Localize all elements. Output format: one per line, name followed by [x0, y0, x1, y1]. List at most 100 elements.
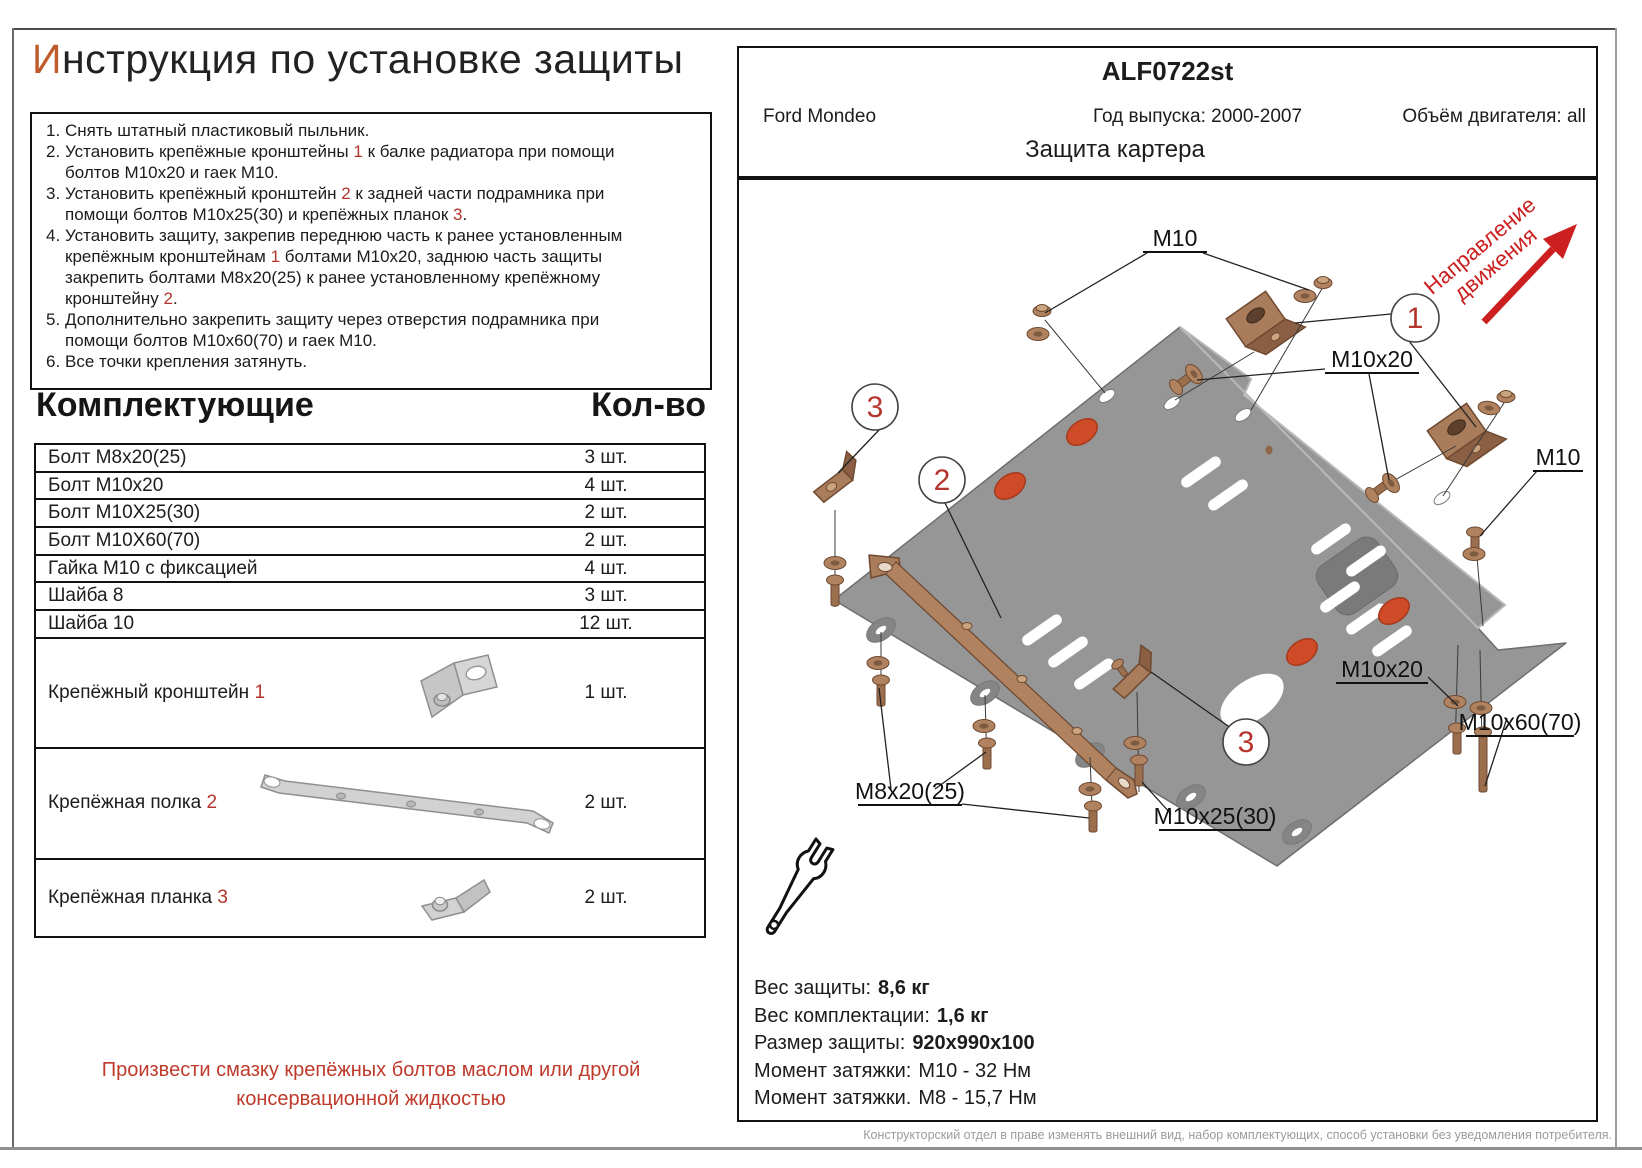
page-title: Инструкция по установке защиты [32, 36, 692, 83]
label-m10-top: M10 [1153, 225, 1198, 251]
instruction-text: Установить крепёжные кронштейны 1 к балк… [65, 142, 615, 182]
part-name: Гайка М10 с фиксацией [48, 557, 258, 579]
sheet-right-border [1615, 28, 1617, 1150]
note-line-2: консервационной жидкостью [236, 1088, 506, 1110]
part-name: Болт М8х20(25) [48, 446, 187, 468]
mounting-shelf-part2 [868, 554, 1138, 799]
product-header-box: ALF0722st Ford Mondeo Год выпуска: 2000-… [737, 46, 1598, 178]
table-row: Болт М8х20(25) 3 шт. [36, 445, 704, 473]
label-m10x60: M10x60(70) [1459, 709, 1582, 735]
sheet-left-border [12, 28, 14, 1150]
part-qty: 2 шт. [584, 792, 628, 814]
table-row: Гайка М10 с фиксацией 4 шт. [36, 556, 704, 584]
car-model: Ford Mondeo [763, 106, 877, 127]
note-line-1: Произвести смазку крепёжных болтов масло… [101, 1059, 641, 1081]
part-qty: 1 шт. [584, 681, 628, 703]
diagram-labels: M10 M10x20 M10 M10x20 M10x60(70) M8x20(2… [855, 225, 1583, 831]
instruction-number: 5. [46, 310, 61, 329]
label-m10x20-mid: M10x20 [1331, 346, 1413, 372]
washer [972, 719, 996, 733]
title-first-letter: И [32, 36, 62, 82]
instruction-number: 4. [46, 226, 61, 245]
instruction-text: Установить крепёжный кронштейн 2 к задне… [65, 184, 605, 224]
instruction-number: 2. [46, 142, 61, 161]
table-row: Болт М10х20 4 шт. [36, 473, 704, 501]
washer [1078, 782, 1102, 796]
bracket-1-image [420, 653, 498, 719]
callout-1: 1 [1407, 302, 1424, 335]
part-name: Шайба 8 [48, 585, 124, 607]
title-rest: нструкция по установке защиты [61, 36, 684, 82]
spec-kit-weight: Вес комплектации:1,6 кг [754, 1004, 989, 1027]
direction-of-travel: Направление движения [1419, 192, 1577, 325]
exploded-diagram-box: M10 M10x20 M10 M10x20 M10x60(70) M8x20(2… [737, 178, 1598, 1122]
part-name: Болт М10х20 [48, 474, 164, 496]
disclaimer-text: Конструкторский отдел в праве изменять в… [863, 1128, 1612, 1142]
washer [1026, 327, 1050, 341]
specs-block: Вес защиты:8,6 кг Вес комплектации:1,6 к… [754, 975, 1314, 1113]
callout-3-top: 3 [867, 391, 884, 424]
washer [1443, 695, 1467, 709]
part-qty: 4 шт. [584, 474, 628, 496]
part-qty: 4 шт. [584, 557, 628, 579]
installation-instructions-box: 1. Снять штатный пластиковый пыльник. 2.… [30, 112, 712, 390]
exploded-view-drawing: M10 M10x20 M10 M10x20 M10x60(70) M8x20(2… [765, 192, 1583, 935]
nut-m10 [1313, 276, 1333, 289]
instruction-text: Установить защиту, закрепив переднюю час… [65, 226, 623, 308]
part-name: Крепёжная полка 2 [48, 792, 218, 814]
sheet-bottom-rule [0, 1147, 1642, 1150]
mounting-bracket-1-right [1426, 402, 1508, 468]
part-qty: 2 шт. [584, 886, 628, 908]
part-qty: 3 шт. [584, 446, 628, 468]
table-row: Болт М10Х25(30) 2 шт. [36, 500, 704, 529]
wrench-icon [765, 837, 835, 935]
bolt-m8x20 [1084, 800, 1102, 833]
mounting-bracket-1-left [1225, 290, 1307, 356]
parts-list-heading: Комплектующие [36, 386, 314, 424]
callout-circles: 1 2 3 3 [851, 293, 1440, 766]
table-row-bracket-1: Крепёжный кронштейн 1 1 шт. [36, 639, 704, 749]
nut-m10 [1496, 390, 1516, 403]
washer [1293, 289, 1317, 303]
bolt-m8x20 [978, 737, 996, 770]
part-qty: 12 шт. [579, 612, 633, 634]
year-range: Год выпуска: 2000-2007 [1092, 106, 1303, 127]
skid-plate [833, 326, 1567, 867]
table-row: Болт М10Х60(70) 2 шт. [36, 528, 704, 556]
parts-table: Болт М8х20(25) 3 шт. Болт М10х20 4 шт. Б… [34, 443, 706, 938]
instruction-text: Все точки крепления затянуть. [65, 352, 308, 371]
instruction-item: 4. Установить защиту, закрепив переднюю … [32, 225, 710, 309]
shelf-2-image [260, 773, 554, 834]
product-code: ALF0722st [1101, 56, 1234, 86]
product-name: Защита картера [1025, 136, 1205, 163]
label-m8x20: M8x20(25) [855, 778, 965, 804]
part-name: Шайба 10 [48, 612, 135, 634]
part-name: Болт М10Х60(70) [48, 529, 201, 551]
vent-slots [1022, 456, 1412, 690]
part-name: Крепёжная планка 3 [48, 886, 228, 908]
quantity-heading: Кол-во [591, 386, 706, 424]
instruction-item: 5. Дополнительно закрепить защиту через … [32, 309, 710, 351]
engine-volume: Объём двигателя: all [1402, 106, 1586, 127]
spec-size: Размер защиты:920х990х100 [754, 1032, 1035, 1054]
instruction-item: 1. Снять штатный пластиковый пыльник. [32, 120, 710, 141]
washer [866, 656, 890, 670]
clamp-plate-3-top [812, 450, 857, 504]
part-qty: 2 шт. [584, 529, 628, 551]
table-row: Шайба 8 3 шт. [36, 583, 704, 612]
table-row: Шайба 10 12 шт. [36, 611, 704, 639]
plate-3-image [420, 878, 491, 921]
sheet-top-border [12, 28, 1616, 30]
instruction-item: 2. Установить крепёжные кронштейны 1 к б… [32, 141, 710, 183]
callout-2: 2 [934, 464, 951, 497]
washer [1123, 736, 1147, 750]
part-name: Крепёжный кронштейн 1 [48, 681, 266, 703]
part-qty: 2 шт. [584, 502, 628, 524]
part-name: Болт М10Х25(30) [48, 502, 201, 524]
label-m10-right: M10 [1536, 444, 1581, 470]
red-plugs [993, 417, 1411, 667]
instruction-number: 1. [46, 121, 61, 140]
table-row-plate-3: Крепёжная планка 3 2 шт. [36, 860, 704, 936]
leader-lines [837, 252, 1538, 819]
lubrication-note: Произвести смазку крепёжных болтов масло… [30, 1056, 712, 1114]
